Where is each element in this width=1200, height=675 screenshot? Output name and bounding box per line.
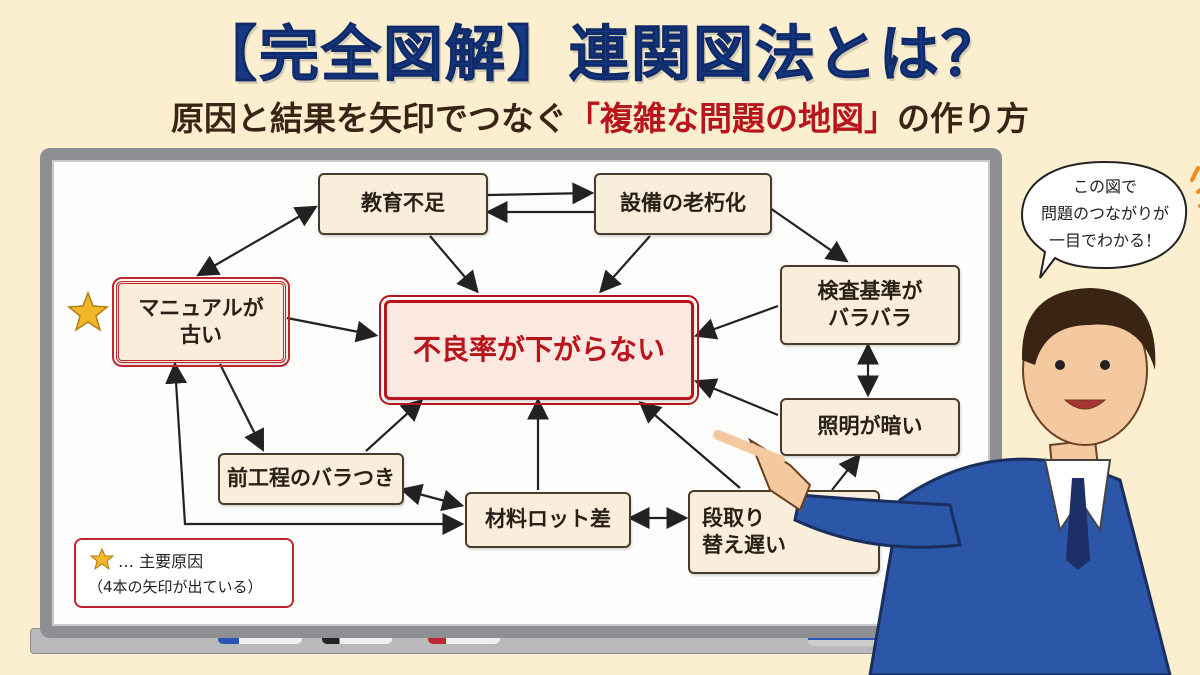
arrow	[286, 316, 379, 343]
node-label: 照明が暗い	[817, 414, 923, 439]
arrow	[196, 205, 318, 277]
node-prev-process: 前工程のバラつき	[218, 453, 404, 505]
arrow	[693, 304, 779, 340]
node-label: 材料ロット差	[485, 507, 611, 532]
node-equipment: 設備の老朽化	[594, 173, 772, 235]
arrow	[219, 363, 264, 452]
node-label: 替え遅い	[702, 533, 786, 557]
node-lighting: 照明が暗い	[780, 398, 960, 456]
legend-line-1: … 主要原因	[118, 552, 204, 571]
node-label: 前工程のバラつき	[227, 466, 395, 491]
arrow	[693, 378, 779, 417]
node-label: 古い	[180, 323, 222, 347]
page-title: 【完全図解】連関図法とは？	[197, 20, 1003, 91]
arrow	[487, 182, 595, 205]
speech-bubble	[1020, 160, 1200, 279]
star-icon	[90, 548, 114, 570]
node-label: 設備の老朽化	[620, 191, 746, 216]
subtitle-highlight: 「複雑な問題の地図」	[567, 99, 897, 138]
subtitle-post: の作り方	[897, 99, 1029, 138]
star-icon	[67, 290, 109, 332]
arrow	[399, 483, 465, 512]
black-marker	[322, 633, 392, 644]
legend-line-2: （4本の矢印が出ている）	[88, 578, 263, 596]
bubble-line: 問題のつながりが	[1040, 204, 1169, 223]
node-label: 検査基準が	[817, 278, 923, 303]
blue-marker	[218, 633, 302, 644]
arrow	[599, 235, 651, 294]
page-subtitle: 原因と結果を矢印でつなぐ「複雑な問題の地図」の作り方	[0, 92, 1200, 140]
subtitle-pre: 原因と結果を矢印でつなぐ	[171, 99, 567, 138]
arrow	[165, 361, 465, 535]
node-label: バラバラ	[828, 306, 912, 330]
node-inspection: 検査基準がバラバラ	[780, 265, 960, 345]
main-problem-label: 不良率が下がらない	[412, 332, 665, 366]
red-marker	[428, 633, 500, 644]
presenter-illustration	[713, 288, 1172, 675]
arrow	[831, 453, 861, 491]
bubble-line: 一目でわかる！	[1048, 231, 1161, 250]
arrow	[769, 207, 849, 263]
node-label: 段取り	[702, 505, 765, 530]
node-label: マニュアルが	[138, 295, 264, 320]
node-main-problem: 不良率が下がらない	[379, 295, 699, 405]
node-label: 教育不足	[361, 191, 445, 216]
speech-bubble-text: この図で 問題のつながりが 一目でわかる！	[1030, 173, 1180, 254]
node-manual: マニュアルが古い	[112, 277, 290, 367]
legend: … 主要原因 （4本の矢印が出ている）	[74, 538, 294, 608]
bubble-line: この図で	[1072, 177, 1137, 196]
arrow	[365, 399, 424, 452]
arrow	[429, 235, 479, 294]
node-material: 材料ロット差	[465, 492, 631, 548]
arrow	[638, 401, 741, 489]
node-education: 教育不足	[318, 173, 488, 235]
